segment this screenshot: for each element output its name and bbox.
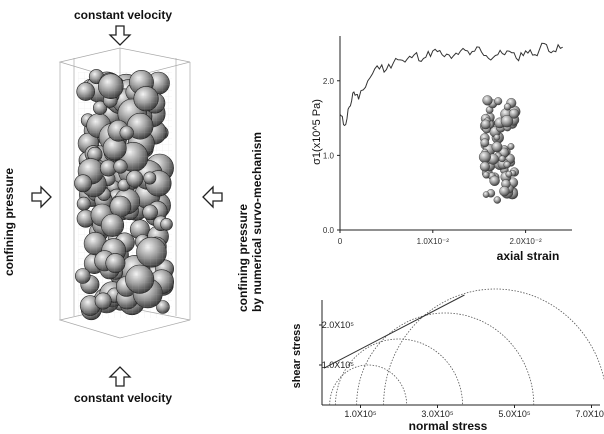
inset-particle	[494, 97, 503, 106]
inset-particle	[480, 119, 491, 130]
chart2-x-label: normal stress	[409, 419, 488, 433]
mohr-circle	[356, 312, 535, 406]
chart2-failure-envelope	[323, 294, 465, 369]
chart1-y-label: σ1(x10^5 Pa)	[311, 99, 323, 165]
inset-particle	[509, 108, 520, 119]
inset-particle	[500, 114, 514, 128]
chart2-y-label: shear stress	[291, 324, 303, 389]
chart1-y-tick: 1.0	[323, 151, 335, 160]
inset-particle	[482, 191, 490, 198]
mohr-circle	[329, 364, 408, 406]
inset-particle	[503, 161, 511, 169]
chart1-x-tick: 0	[338, 237, 343, 246]
inset-particle	[479, 161, 490, 172]
inset-particle	[489, 175, 500, 187]
chart2-x-tick: 3.0X10⁵	[421, 409, 454, 419]
inset-particle	[503, 103, 512, 111]
inset-particle	[480, 138, 490, 148]
inset-particle	[482, 95, 493, 106]
inset-particle	[491, 141, 503, 153]
inset-particle	[482, 171, 490, 179]
arrow-up-bottom-icon	[108, 366, 132, 387]
bottom-label: constant velocity	[74, 391, 173, 405]
chart2-y-tick: 2.0X10⁵	[322, 320, 355, 330]
inset-particle	[493, 196, 501, 204]
inset-particle	[493, 134, 501, 141]
arrow-down-top-icon	[108, 25, 132, 46]
particle-assembly	[74, 69, 175, 321]
chart2-x-tick: 7.0X10⁵	[575, 409, 604, 419]
chart1-x-tick: 2.0X10⁻²	[509, 237, 542, 246]
arrow-left-right-icon	[202, 185, 223, 209]
inset-particle	[507, 143, 515, 150]
inset-particle	[499, 185, 510, 197]
inset-particle	[505, 170, 513, 178]
inset-particle	[498, 155, 506, 163]
chart2-x-tick: 1.0X10⁵	[344, 409, 377, 419]
chart1-y-tick: 0.0	[323, 226, 335, 235]
mohr-circle	[383, 288, 604, 406]
inset-specimen	[478, 95, 521, 204]
mohr-circle	[335, 338, 463, 406]
chart1-x-label: axial strain	[497, 249, 560, 263]
chart1-x-tick: 1.0X10⁻²	[417, 237, 450, 246]
arrow-right-left-icon	[31, 185, 52, 209]
chart2-x-tick: 5.0X10⁵	[498, 409, 531, 419]
chart2-y-tick: 1.0X10⁵	[322, 360, 355, 370]
top-label: constant velocity	[74, 8, 173, 22]
chart1-series-line	[339, 42, 563, 127]
chart1-y-tick: 2.0	[323, 77, 335, 86]
